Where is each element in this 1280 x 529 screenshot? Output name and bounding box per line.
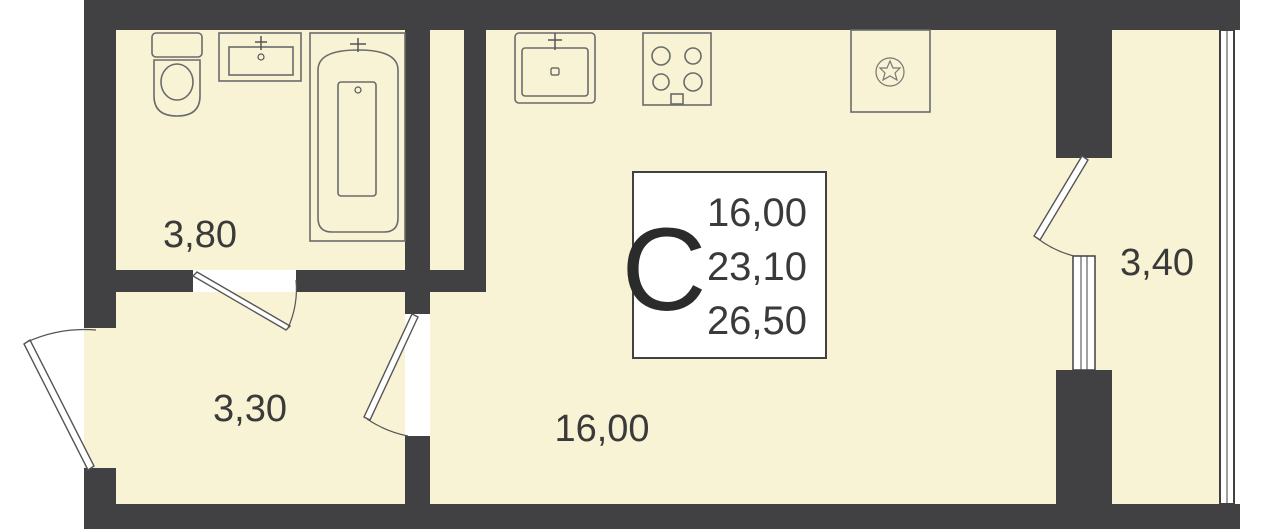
wall-bath-bottom-left	[116, 270, 193, 292]
studio-floor-left	[430, 292, 486, 504]
legend-box	[632, 171, 827, 359]
wall-niche-right	[464, 30, 486, 292]
total-area-with-balcony-value: 26,50	[707, 299, 807, 343]
kitchen-sink-icon	[514, 32, 596, 104]
hallway-door	[363, 313, 419, 437]
wall-hall-right	[405, 436, 430, 504]
hallway-area-label: 3,30	[213, 388, 287, 430]
bathtub-icon	[309, 32, 406, 242]
total-area-value: 23,10	[707, 245, 807, 289]
bathroom-area-label: 3,80	[163, 214, 237, 256]
wall-right-cap	[1220, 0, 1240, 30]
wall-bath-bottom-right	[296, 270, 430, 292]
apartment-type-letter: С	[621, 204, 706, 336]
balcony-swing-door	[1033, 155, 1089, 257]
floors	[84, 30, 1220, 504]
wall-niche-bottom	[430, 270, 486, 292]
balcony-door-frame	[1072, 255, 1096, 371]
stove-icon	[642, 32, 712, 106]
wall-left-lower	[84, 468, 116, 529]
toilet-icon	[151, 32, 203, 117]
hallway-floor	[116, 292, 405, 504]
balcony-floor	[1112, 30, 1220, 504]
balcony-glazing	[1219, 29, 1235, 505]
studio-area-label: 16,00	[554, 408, 649, 450]
balcony-area-label: 3,40	[1120, 242, 1194, 284]
washing-machine-icon	[850, 29, 931, 113]
entry-floor	[84, 328, 116, 468]
bathroom-door	[191, 271, 297, 331]
bathroom-floor	[116, 30, 405, 270]
wall-balcony-upper	[1056, 30, 1112, 158]
wall-bath-right	[405, 30, 430, 314]
wall-left-upper	[84, 0, 116, 328]
living-area-value: 16,00	[707, 191, 807, 235]
niche-floor	[430, 30, 464, 270]
sink-icon	[218, 32, 302, 82]
entrance-door	[23, 328, 97, 472]
wall-balcony-lower	[1056, 370, 1112, 504]
walls	[84, 0, 1240, 529]
wall-top	[84, 0, 1240, 30]
wall-bottom	[84, 504, 1240, 529]
apartment-legend: С 16,00 23,10 26,50	[621, 171, 827, 359]
